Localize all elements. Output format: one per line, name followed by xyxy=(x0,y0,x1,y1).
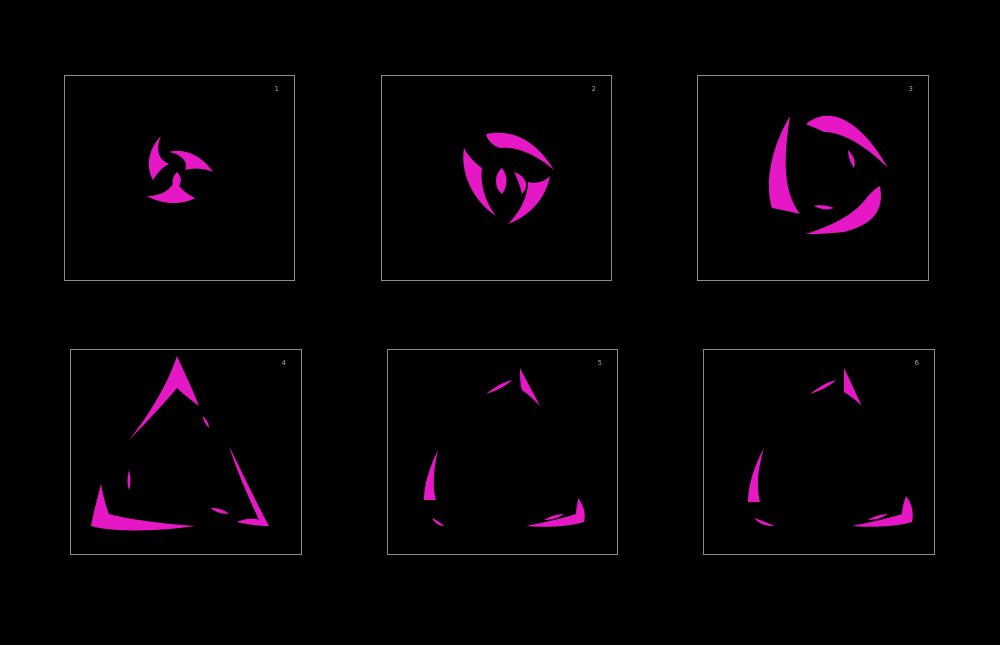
swirl-effect-icon xyxy=(463,132,554,224)
swirl-effect-icon xyxy=(147,136,213,204)
frame-number: 5 xyxy=(597,359,602,367)
frame-number: 1 xyxy=(274,85,279,93)
animation-frame-4: 4 xyxy=(70,349,302,555)
animation-frame-2: 2 xyxy=(381,75,612,281)
animation-frame-3: 3 xyxy=(697,75,929,281)
swirl-effect-icon xyxy=(424,368,585,527)
frame-number: 6 xyxy=(914,359,919,367)
animation-frame-6: 6 xyxy=(703,349,935,555)
swirl-effect-icon xyxy=(91,356,269,531)
frame-number: 3 xyxy=(908,85,913,93)
swirl-effect-icon xyxy=(748,368,913,527)
animation-frame-5: 5 xyxy=(387,349,618,555)
frame-number: 4 xyxy=(281,359,286,367)
frame-number: 2 xyxy=(591,85,596,93)
animation-frame-1: 1 xyxy=(64,75,295,281)
swirl-effect-icon xyxy=(768,115,888,234)
